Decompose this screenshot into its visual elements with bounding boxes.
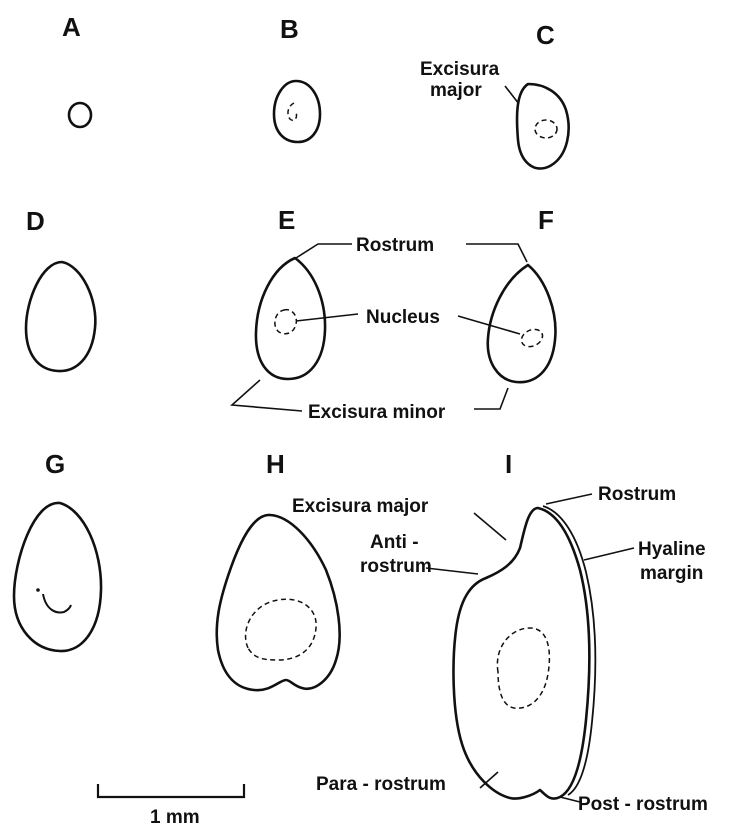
otolith-i-outline xyxy=(454,508,590,799)
otolith-c-outline xyxy=(517,84,569,168)
otolith-i-nucleus xyxy=(497,628,549,708)
i-hyaline-margin-label-1: Hyaline xyxy=(638,539,706,560)
excisura-minor-leader-right xyxy=(474,388,508,409)
otolith-a-outline xyxy=(69,103,91,127)
nucleus-leader-left xyxy=(296,314,358,321)
c-excisura-major-label-1: Excisura xyxy=(420,59,500,80)
otolith-i-hyaline-margin xyxy=(543,506,595,795)
panel-letter-h: H xyxy=(266,449,285,479)
otolith-b-nucleus xyxy=(288,103,297,120)
rostrum-leader-right xyxy=(466,244,527,262)
panel-letter-e: E xyxy=(278,205,295,235)
otolith-f-nucleus xyxy=(519,326,546,350)
panel-letter-a: A xyxy=(62,12,81,42)
i-hyaline-margin-leader xyxy=(584,548,634,560)
scale-bar xyxy=(98,784,244,797)
rostrum-leader-left xyxy=(296,244,352,258)
rostrum-label: Rostrum xyxy=(356,235,434,256)
otolith-g-inner-arc xyxy=(43,594,71,612)
i-rostrum-leader xyxy=(546,494,592,504)
panel-letter-i: I xyxy=(505,449,512,479)
panel-letter-g: G xyxy=(45,449,65,479)
i-antirostrum-label-2: rostrum xyxy=(360,556,432,577)
i-postrostrum-leader xyxy=(560,797,580,802)
otolith-c-nucleus xyxy=(535,120,557,138)
otolith-b-outline xyxy=(274,81,320,142)
excisura-minor-leader-left xyxy=(232,380,302,411)
i-rostrum-label: Rostrum xyxy=(598,484,676,505)
c-excisura-major-leader xyxy=(505,86,519,104)
i-postrostrum-label: Post - rostrum xyxy=(578,794,708,815)
otolith-e-nucleus xyxy=(275,310,297,334)
panel-letter-b: B xyxy=(280,14,299,44)
panel-letter-c: C xyxy=(536,20,555,50)
otolith-h-outline xyxy=(217,515,340,690)
excisura-minor-label: Excisura minor xyxy=(308,402,446,423)
scale-bar-label: 1 mm xyxy=(150,807,200,826)
i-antirostrum-label-1: Anti - xyxy=(370,532,419,553)
i-excisura-major-label: Excisura major xyxy=(292,496,429,517)
otolith-g-dot xyxy=(36,588,40,592)
i-antirostrum-leader xyxy=(426,568,478,574)
panel-letter-f: F xyxy=(538,205,554,235)
panel-letter-d: D xyxy=(26,206,45,236)
i-hyaline-margin-label-2: margin xyxy=(640,563,703,584)
c-excisura-major-label-2: major xyxy=(430,80,482,101)
otolith-g-outline xyxy=(14,503,101,651)
otolith-h-nucleus xyxy=(246,599,317,660)
nucleus-label: Nucleus xyxy=(366,307,440,328)
i-excisura-major-leader xyxy=(474,513,506,540)
otolith-d-outline xyxy=(26,262,95,371)
otolith-f-outline xyxy=(488,265,556,382)
i-pararostrum-label: Para - rostrum xyxy=(316,774,446,795)
